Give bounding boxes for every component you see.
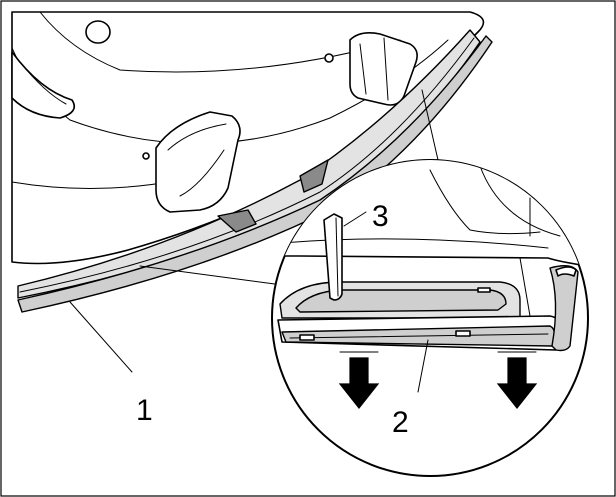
callout-3: 3 bbox=[372, 200, 389, 233]
callout-leaders bbox=[69, 211, 429, 393]
underside-clips bbox=[217, 159, 329, 233]
licence-plate-lamp bbox=[324, 32, 418, 106]
callout-1: 1 bbox=[136, 394, 153, 427]
down-arrow-icon bbox=[338, 351, 538, 409]
left-recess bbox=[11, 51, 76, 119]
trim-strip-part-1 bbox=[17, 35, 493, 313]
center-mount-pocket bbox=[142, 111, 241, 213]
trim-tool-icon bbox=[323, 213, 343, 301]
callout-2: 2 bbox=[392, 406, 409, 439]
tow-eye-cover bbox=[85, 20, 111, 44]
detail-leader-lines bbox=[139, 89, 439, 287]
